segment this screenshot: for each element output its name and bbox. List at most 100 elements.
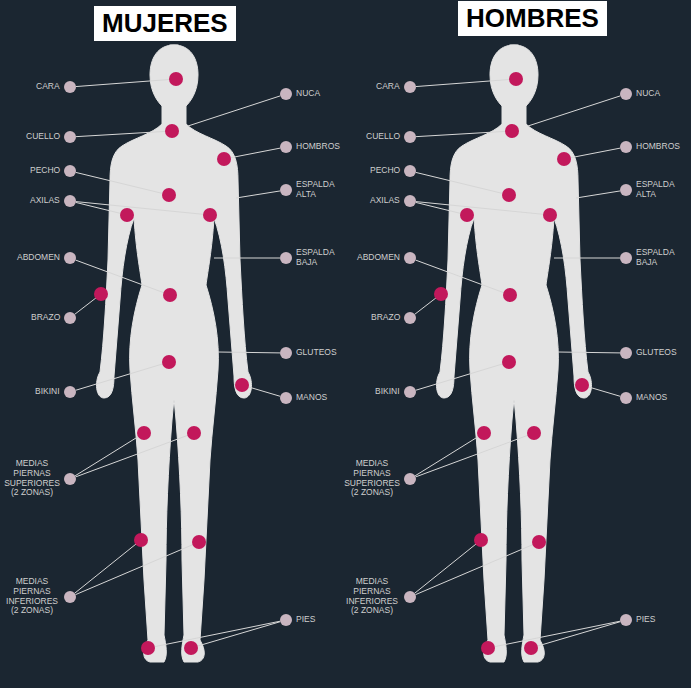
zone-label: CARA	[376, 82, 400, 92]
leader-line	[416, 433, 534, 477]
label-marker	[404, 252, 416, 264]
label-marker	[64, 81, 76, 93]
leader-line	[214, 258, 280, 259]
zone-label: MEDIAS PIERNAS INFERIORES (2 ZONAS)	[344, 577, 400, 616]
label-marker	[64, 252, 76, 264]
zone-dot	[120, 208, 134, 222]
zone-dot	[532, 535, 546, 549]
leader-line	[576, 191, 620, 198]
leader-line	[76, 202, 210, 215]
zone-label: MEDIAS PIERNAS SUPERIORES (2 ZONAS)	[344, 459, 400, 498]
zone-label: CARA	[36, 82, 60, 92]
label-marker	[404, 165, 416, 177]
zone-label: PECHO	[30, 166, 60, 176]
zone-label: ESPALDA BAJA	[296, 248, 344, 268]
zone-label: ESPALDA BAJA	[636, 248, 684, 268]
zone-label: MEDIAS PIERNAS SUPERIORES (2 ZONAS)	[4, 459, 60, 498]
label-marker	[280, 614, 292, 626]
zone-dot	[503, 288, 517, 302]
zone-dot	[502, 355, 516, 369]
zone-dot	[169, 72, 183, 86]
label-marker	[280, 347, 292, 359]
male-silhouette	[437, 45, 592, 662]
leader-line	[531, 622, 620, 648]
zone-label: NUCA	[296, 89, 320, 99]
label-marker	[64, 473, 76, 485]
leader-line	[416, 131, 512, 137]
zone-dot	[460, 208, 474, 222]
zone-label: HOMBROS	[296, 142, 340, 152]
zone-label: CUELLO	[26, 132, 60, 142]
zone-label: BRAZO	[371, 313, 400, 323]
zone-dot	[527, 426, 541, 440]
zone-label: PIES	[636, 615, 655, 625]
label-marker	[620, 252, 632, 264]
label-marker	[64, 312, 76, 324]
label-marker	[620, 184, 632, 196]
leader-line	[554, 258, 620, 259]
zone-dot	[141, 641, 155, 655]
zone-dot	[217, 152, 231, 166]
leader-line	[75, 540, 141, 593]
zone-label: MEDIAS PIERNAS INFERIORES (2 ZONAS)	[4, 577, 60, 616]
zone-dot	[192, 535, 206, 549]
zone-label: NUCA	[636, 89, 660, 99]
zone-label: ESPALDA ALTA	[296, 180, 344, 200]
zone-dot	[509, 72, 523, 86]
leader-line	[224, 148, 280, 159]
zone-dot	[543, 208, 557, 222]
zone-dot	[557, 152, 571, 166]
leader-line	[218, 352, 280, 354]
label-marker	[280, 141, 292, 153]
leader-line	[76, 433, 194, 477]
zone-dot	[481, 641, 495, 655]
zone-dot	[235, 378, 249, 392]
zone-dot	[434, 287, 448, 301]
zone-label: PIES	[296, 615, 315, 625]
label-marker	[404, 386, 416, 398]
label-marker	[620, 141, 632, 153]
label-marker	[64, 386, 76, 398]
zone-dot	[524, 641, 538, 655]
zone-dot	[474, 533, 488, 547]
zone-label: CUELLO	[366, 132, 400, 142]
leader-line	[76, 362, 169, 390]
zone-dot	[162, 355, 176, 369]
figure-heading: HOMBRES	[458, 1, 607, 36]
label-marker	[64, 131, 76, 143]
leader-line	[76, 260, 170, 295]
zone-label: BIKINI	[35, 387, 60, 397]
leader-line	[75, 433, 144, 476]
leader-line	[416, 202, 550, 215]
zone-dot	[187, 426, 201, 440]
label-marker	[404, 312, 416, 324]
leader-line	[236, 191, 280, 198]
label-marker	[620, 347, 632, 359]
zone-label: GLUTEOS	[296, 348, 337, 358]
label-marker	[404, 81, 416, 93]
zone-label: HOMBROS	[636, 142, 680, 152]
leader-line	[415, 540, 481, 593]
label-marker	[620, 614, 632, 626]
zone-label: AXILAS	[370, 196, 400, 206]
label-marker	[280, 252, 292, 264]
zone-label: ABDOMEN	[17, 253, 60, 263]
zone-label: AXILAS	[30, 196, 60, 206]
zone-dot	[162, 188, 176, 202]
zone-label: ESPALDA ALTA	[636, 180, 684, 200]
leader-line	[415, 433, 484, 476]
zone-label: GLUTEOS	[636, 348, 677, 358]
leader-line	[416, 260, 510, 295]
label-marker	[64, 591, 76, 603]
leader-line	[528, 96, 620, 126]
label-marker	[64, 195, 76, 207]
zone-label: MANOS	[296, 393, 327, 403]
leader-line	[76, 172, 169, 195]
leader-line	[191, 622, 280, 648]
leader-line	[148, 621, 280, 648]
zone-dot	[477, 426, 491, 440]
zone-label: MANOS	[636, 393, 667, 403]
leader-line	[416, 362, 509, 390]
label-marker	[280, 392, 292, 404]
